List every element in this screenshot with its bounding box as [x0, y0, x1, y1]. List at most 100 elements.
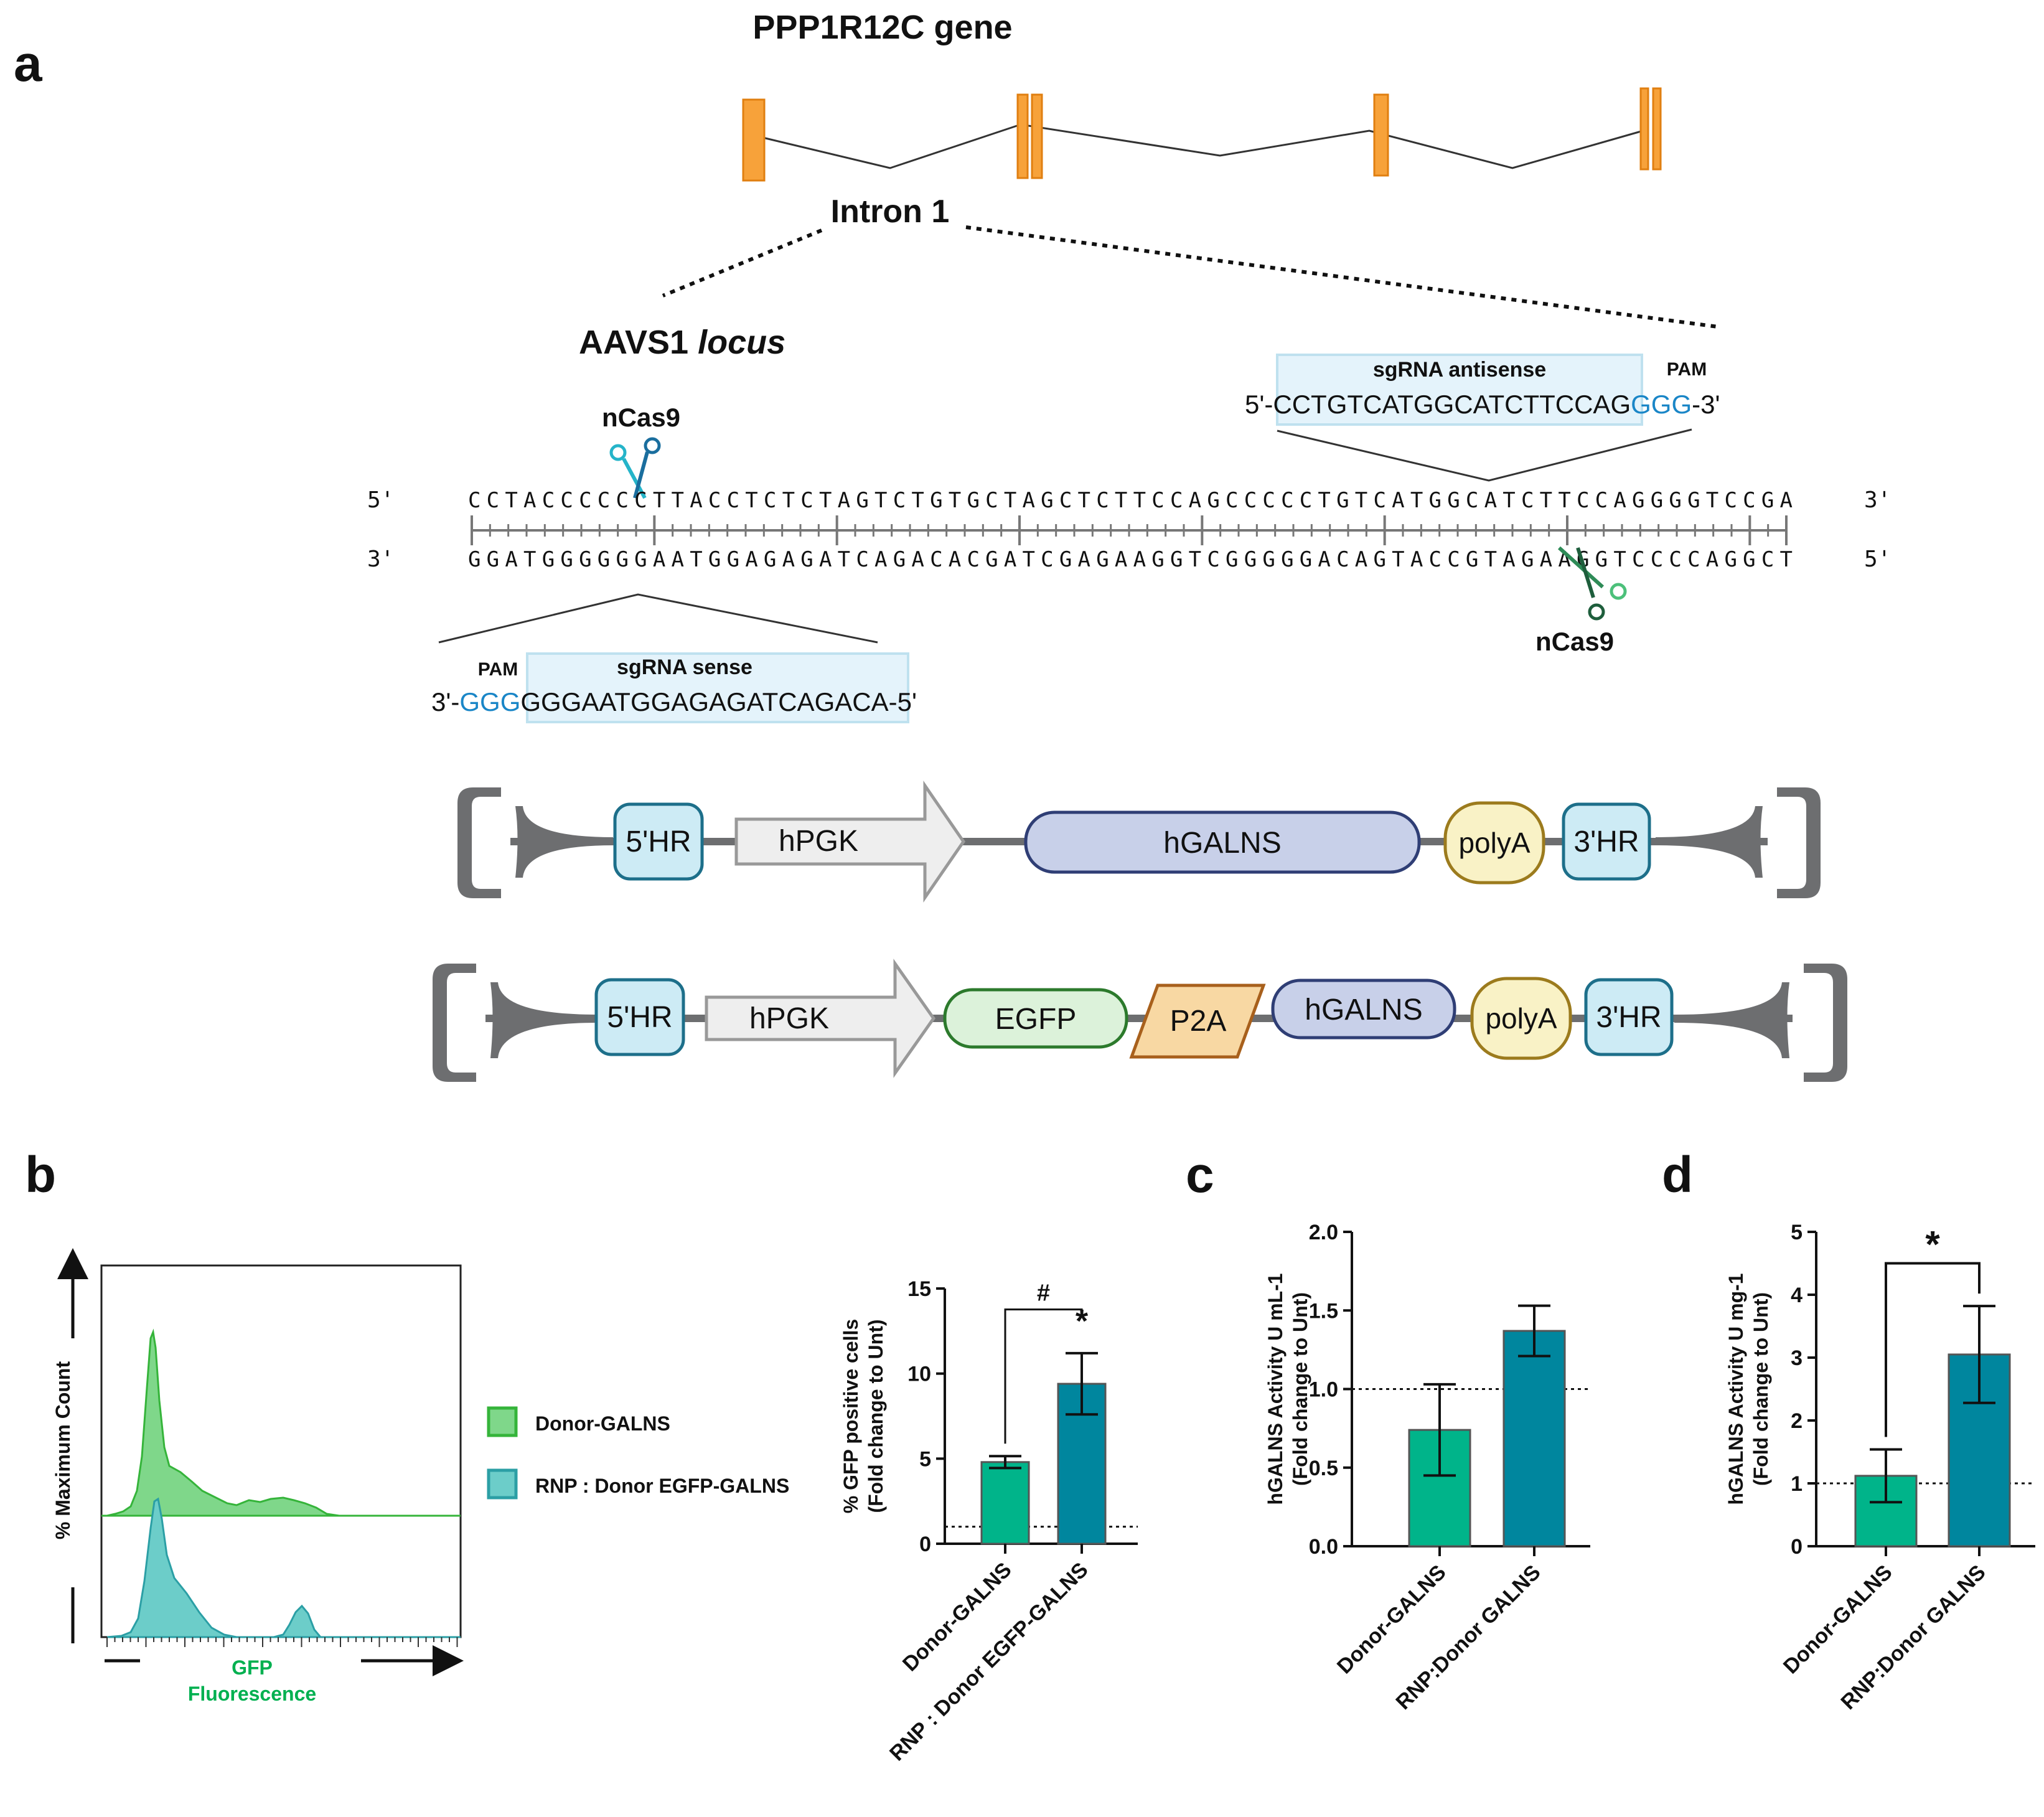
panel-letter-d: d — [1662, 1147, 1693, 1203]
significance-bracket — [1885, 1262, 1981, 1437]
promoter-label-2: hPGK — [749, 1002, 829, 1035]
y-axis-label: % GFP positive cells — [840, 1319, 862, 1513]
egfp-box-2 — [943, 988, 1128, 1049]
top-strand-3prime: 3' — [1864, 487, 1891, 513]
intron-label: Intron 1 — [831, 194, 950, 230]
promoter-arrow-1 — [734, 780, 966, 903]
hr3-box-2 — [1584, 978, 1674, 1056]
polya-box-1 — [1443, 801, 1545, 885]
sgrna-antisense-pointer — [1277, 428, 1692, 482]
bottom-strand-3prime: 3' — [367, 547, 394, 572]
exon-4a — [1639, 87, 1649, 171]
y-axis-label-sub: (Fold change to Unt) — [1289, 1292, 1311, 1486]
polya-box-2 — [1470, 977, 1572, 1060]
legend-swatch-teal — [487, 1468, 518, 1500]
sgrna-antisense-seq: 5'-CCTGTCATGGCATCTTCCAGGGG-3' — [1245, 390, 1720, 419]
bottom-strand-5prime: 5' — [1864, 547, 1891, 572]
hr5-label-2: 5'HR — [607, 1001, 672, 1034]
top-strand-sequence: CCTACCCCCCTTACCTCTCTAGTCTGTGCTAGCTCTTCCA… — [468, 488, 1793, 513]
panel-letter-a: a — [14, 35, 43, 92]
ncas9-bottom: nCas9 — [1535, 546, 1627, 656]
donor-construct-2: 5'HR hPGK EGFP P2A hGALNS polyA 3'HR — [433, 959, 1847, 1082]
donor-construct-1: 5'HR hPGK hGALNS polyA 3'HR — [457, 780, 1821, 903]
scissors-icon — [609, 437, 661, 499]
histogram-xlabel-1: GFP — [232, 1656, 273, 1679]
y-tick-label: 4 — [1791, 1284, 1803, 1307]
y-tick-label: 15 — [907, 1277, 931, 1301]
gene-label-2: hGALNS — [1305, 993, 1422, 1026]
itr-right-1 — [1656, 787, 1821, 898]
y-tick-label: 1.0 — [1309, 1378, 1338, 1402]
sgrna-sense: sgRNA sense PAM 3'-GGGGGGAATGGAGAGATCAGA… — [431, 593, 917, 723]
sgrna-antisense: sgRNA antisense PAM 5'-CCTGTCATGGCATCTTC… — [1245, 354, 1720, 482]
significance-bracket — [1004, 1308, 1083, 1444]
y-tick-label: 0.0 — [1309, 1535, 1338, 1559]
dna-tick-marks — [471, 515, 1788, 545]
egfp-label-2: EGFP — [995, 1003, 1077, 1036]
sgrna-sense-pointer — [438, 593, 878, 644]
exon-2b — [1031, 93, 1043, 179]
zoom-line-left — [662, 228, 823, 298]
y-tick-label: 5 — [919, 1447, 931, 1471]
locus-title: AAVS1 locus — [579, 324, 785, 361]
histogram-ylabel: % Maximum Count — [52, 1361, 74, 1540]
hr3-box-1 — [1562, 802, 1651, 881]
pam-label-sense: PAM — [478, 659, 518, 680]
gene-box-2 — [1271, 979, 1456, 1040]
y-tick-label: 0 — [919, 1533, 931, 1556]
scissors-icon — [1557, 546, 1627, 621]
exon-2a — [1016, 93, 1029, 179]
bar — [1503, 1330, 1566, 1547]
y-tick-label: 10 — [907, 1363, 931, 1386]
panel-letter-c: c — [1186, 1147, 1214, 1203]
y-tick-label: 3 — [1791, 1346, 1803, 1370]
hr5-label-1: 5'HR — [626, 825, 691, 858]
itr-right-2 — [1674, 964, 1847, 1082]
gene-intron-lines — [754, 123, 1644, 169]
legend-label-green: Donor-GALNS — [535, 1412, 670, 1435]
bottom-strand-sequence: GGATGGGGGGAATGGAGAGATCAGACACGATCGAGAAGGT… — [468, 547, 1793, 572]
ncas9-bottom-label: nCas9 — [1535, 627, 1614, 656]
p2a-box-2 — [1129, 984, 1266, 1059]
ncas9-top-label: nCas9 — [602, 403, 680, 432]
legend-label-teal: RNP : Donor EGFP-GALNS — [535, 1475, 789, 1497]
exon-1 — [742, 98, 766, 182]
sgrna-sense-box — [526, 652, 909, 723]
y-tick-label: 2 — [1791, 1409, 1803, 1433]
panel-letter-b: b — [25, 1147, 56, 1203]
y-tick-label: 2.0 — [1309, 1221, 1338, 1244]
histogram-x-ticks — [106, 1637, 458, 1647]
significance-star: * — [1925, 1224, 1940, 1265]
pam-label-antisense: PAM — [1667, 359, 1707, 380]
ncas9-top: nCas9 — [602, 403, 680, 499]
flow-histogram: % Maximum Count GFP Fluorescence Donor-G… — [52, 1248, 789, 1705]
significance-star: * — [1076, 1303, 1089, 1340]
itr-left-2 — [433, 964, 598, 1082]
hr5-box-2 — [594, 978, 685, 1056]
gene-structure: PPP1R12C gene Intron 1 AAVS1 locus — [579, 9, 1718, 361]
histogram-teal-curve — [106, 1497, 461, 1638]
y-axis-label-sub: (Fold change to Unt) — [865, 1319, 887, 1513]
polya-label-2: polyA — [1485, 1002, 1557, 1035]
zoom-line-right — [965, 225, 1718, 329]
y-tick-label: 1.5 — [1309, 1299, 1338, 1323]
hr3-label-1: 3'HR — [1573, 825, 1639, 858]
sgrna-antisense-label: sgRNA antisense — [1373, 358, 1546, 382]
sgrna-antisense-box — [1276, 354, 1643, 426]
dna-duplex: 5' CCTACCCCCCTTACCTCTCTAGTCTGTGCTAGCTCTT… — [367, 487, 1891, 572]
y-tick-label: 0 — [1791, 1535, 1803, 1559]
gene-label-1: hGALNS — [1163, 827, 1281, 860]
histogram-xlabel-2: Fluorescence — [188, 1683, 316, 1705]
hr5-box-1 — [613, 802, 704, 881]
bar — [980, 1461, 1030, 1545]
legend-swatch-green — [487, 1406, 518, 1437]
exon-3 — [1373, 93, 1389, 177]
promoter-label-1: hPGK — [779, 825, 858, 858]
significance-hash: # — [1037, 1280, 1050, 1307]
promoter-arrow-2 — [705, 959, 936, 1078]
gene-box-1 — [1024, 810, 1421, 874]
